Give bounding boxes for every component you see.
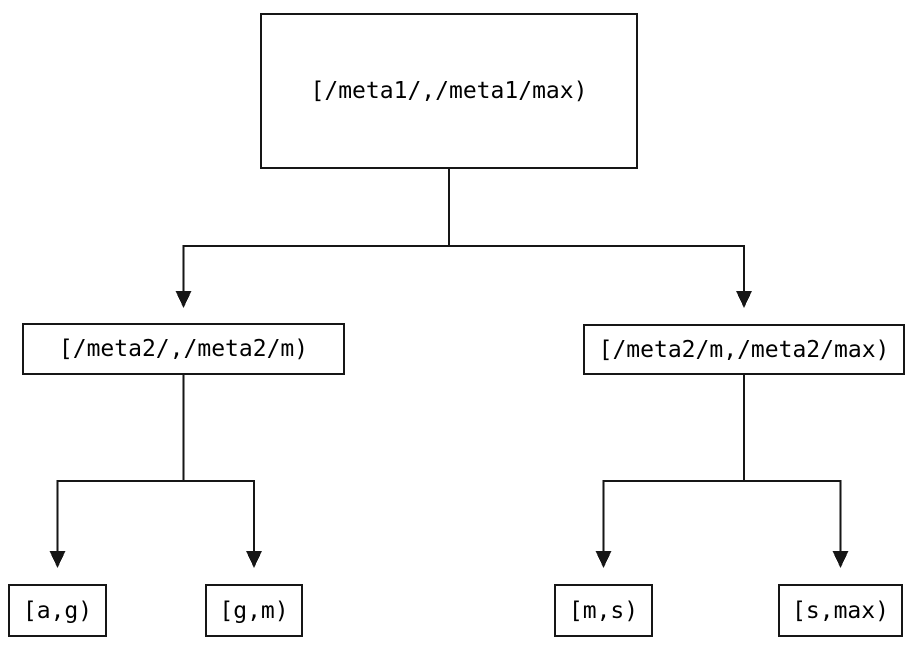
node-root-interval: [/meta1/,/meta1/max) [260,13,638,169]
node-label: [a,g) [22,597,93,624]
down-arrowhead-icon [832,551,849,568]
node-left-interval: [/meta2/,/meta2/m) [22,323,345,375]
node-label: [s,max) [792,597,889,624]
down-arrowhead-icon [595,551,612,568]
down-arrowhead-icon [49,551,66,568]
node-label: [g,m) [219,597,289,624]
node-label: [m,s) [568,597,639,624]
down-arrowhead-icon [246,551,262,568]
down-arrowhead-icon [736,291,752,308]
node-leaf-smax: [s,max) [778,584,903,637]
node-right-interval: [/meta2/m,/meta2/max) [583,324,905,375]
node-leaf-gm: [g,m) [205,584,303,637]
node-leaf-ms: [m,s) [554,584,653,637]
node-label: [/meta1/,/meta1/max) [310,78,588,104]
node-label: [/meta2/m,/meta2/max) [598,336,890,363]
node-leaf-ag: [a,g) [8,584,107,637]
node-label: [/meta2/,/meta2/m) [58,336,309,362]
down-arrowhead-icon [175,291,192,308]
